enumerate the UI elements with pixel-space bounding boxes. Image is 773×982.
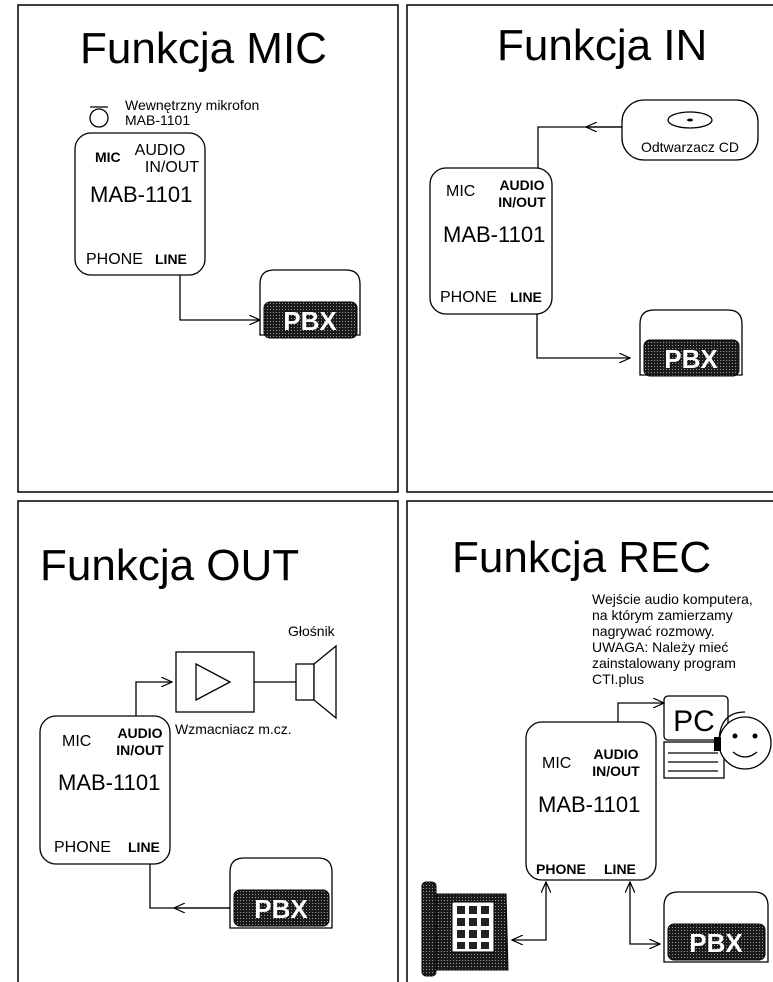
connector-line-to-pbx [536,314,630,358]
rec-note-line-5: zainstalowany program [592,655,736,671]
rec-note: Wejście audio komputera, na którym zamie… [592,591,753,687]
panel-mic-frame [17,4,399,493]
rec-note-line-4: UWAGA: Należy mieć [592,639,728,655]
mab-mic-label: MIC [62,733,91,750]
rec-note-line-1: Wejście audio komputera, [592,591,753,607]
pbx-label: PBX [254,894,308,924]
panel-in: Funkcja IN Odtwarzacz CD MIC AUDIO IN/OU… [429,21,759,377]
mab-phone-label: PHONE [440,289,497,306]
mab-device-body [429,167,553,315]
pbx-label: PBX [664,344,718,374]
mic-caption-line2: MAB-1101 [125,112,190,128]
connector-pbx-line [149,864,230,909]
panel-out: Funkcja OUT Głośnik Wzmacniacz m.cz. MIC… [39,541,337,929]
panel-frames [17,4,773,982]
microphone-icon [89,106,109,128]
speaker-icon [295,644,337,720]
mab-line-label: LINE [604,861,636,877]
mab-audio-label-1: AUDIO [135,142,186,159]
panel-mic-title: Funkcja MIC [80,24,327,73]
panel-out-frame [17,500,399,982]
rec-note-line-3: nagrywać rozmowy. [592,623,715,639]
connector-audio-to-pc [617,703,664,722]
mab-mic-label: MIC [542,755,571,772]
panel-rec-frame [406,500,773,982]
mab-model-label: MAB-1101 [58,770,160,795]
mab-mic-label: MIC [446,183,475,200]
connector-line-to-pbx [179,275,260,320]
telephone-icon [421,881,509,977]
panel-in-frame [406,4,773,493]
connector-phone-to-telephone [512,922,547,940]
cd-player-label: Odtwarzacz CD [641,139,739,155]
mab-audio-label-1: AUDIO [593,746,638,762]
mab-device-in: MIC AUDIO IN/OUT MAB-1101 PHONE LINE [429,167,553,315]
pbx-icon: PBX [259,269,361,339]
mab-model-label: MAB-1101 [90,182,192,207]
connector-line-to-pbx [629,925,660,944]
mab-phone-label: PHONE [86,251,143,268]
mab-audio-label-2: IN/OUT [592,763,640,779]
mab-device-body [525,721,657,881]
panel-in-title: Funkcja IN [497,21,707,70]
rec-note-line-6: CTI.plus [592,671,644,687]
mab-device-rec: MIC AUDIO IN/OUT MAB-1101 PHONE LINE [525,721,657,881]
mab-device-body [74,132,206,276]
panel-rec-title: Funkcja REC [452,533,711,582]
mab-mic-label: MIC [95,149,121,165]
mab-audio-label-1: AUDIO [117,725,162,741]
pbx-icon: PBX [639,309,743,377]
cd-player-icon: Odtwarzacz CD [621,99,759,161]
speaker-label: Głośnik [288,623,336,639]
mab-device-body [39,715,171,865]
amplifier-icon [175,651,255,713]
amplifier-label: Wzmacniacz m.cz. [175,721,292,737]
pc-label: PC [673,705,715,738]
panel-mic: Funkcja MIC Wewnętrzny mikrofon MAB-1101… [74,24,361,339]
pbx-icon: PBX [663,891,769,963]
pbx-label: PBX [283,306,337,336]
mab-device: MIC AUDIO IN/OUT MAB-1101 PHONE LINE [74,132,206,276]
user-face-icon [714,711,772,770]
mab-device-out: MIC AUDIO IN/OUT MAB-1101 PHONE LINE [39,715,171,865]
pbx-label: PBX [689,928,743,958]
mab-audio-label-2: IN/OUT [498,194,546,210]
mab-audio-label-2: IN/OUT [145,159,199,176]
mab-phone-label: PHONE [54,839,111,856]
connector-cd-line [537,126,622,170]
panel-rec: Funkcja REC Wejście audio komputera, na … [421,533,772,977]
mab-phone-label: PHONE [536,861,586,877]
mab-line-label: LINE [128,839,160,855]
mab-line-label: LINE [155,251,187,267]
mab-audio-label-1: AUDIO [499,177,544,193]
mic-caption-line1: Wewnętrzny mikrofon [125,97,259,113]
connector-audio-to-amp [135,682,172,716]
mab-line-label: LINE [510,289,542,305]
rec-note-line-2: na którym zamierzamy [592,607,733,623]
mab-audio-label-2: IN/OUT [116,742,164,758]
mab-model-label: MAB-1101 [443,222,545,247]
panel-out-title: Funkcja OUT [40,541,299,590]
mab-model-label: MAB-1101 [538,792,640,817]
pbx-icon: PBX [229,857,333,929]
pc-icon: PC [663,695,729,779]
